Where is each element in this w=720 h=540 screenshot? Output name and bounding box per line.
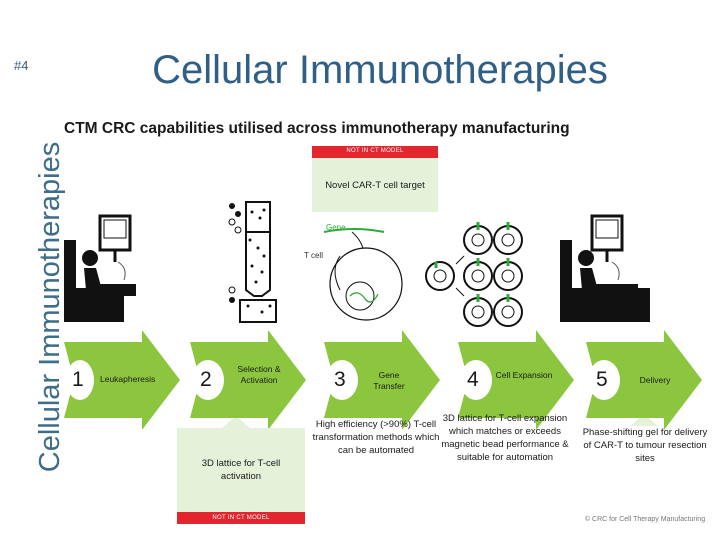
step-label-selection-activation: Selection & Activation <box>237 364 281 385</box>
patient-machine-icon-left <box>64 214 136 322</box>
step-number-2: 2 <box>200 368 212 391</box>
step-label-delivery: Delivery <box>639 375 671 385</box>
selection-column-icon <box>228 201 277 323</box>
step-arrow-1[interactable] <box>64 330 184 430</box>
step-number-3: 3 <box>334 368 346 391</box>
not-in-model-badge-bottom: NOT IN CT MODEL <box>177 512 305 524</box>
copyright-notice: © CRC for Cell Therapy Manufacturing <box>584 516 706 523</box>
callout-car-t-target: Novel CAR-T cell target <box>312 158 438 212</box>
info-cell-expansion: 3D lattice for T-cell expansion which ma… <box>441 413 569 463</box>
not-in-model-badge-top: NOT IN CT MODEL <box>312 146 438 158</box>
slide-number: #4 <box>14 58 29 73</box>
gene-label: Gene <box>326 223 346 232</box>
tcell-label: T cell <box>304 251 323 260</box>
step-number-5: 5 <box>596 368 608 391</box>
step-label-leukapheresis: Leukapheresis <box>100 374 156 384</box>
callout-3d-lattice-activation: 3D lattice for T-cell activation <box>177 428 305 512</box>
subtitle: CTM CRC capabilities utilised across imm… <box>64 120 570 137</box>
step-arrow-4[interactable] <box>458 330 578 430</box>
patient-machine-icon-right <box>560 214 650 322</box>
info-delivery: Phase-shifting gel for delivery of CAR-T… <box>582 427 708 464</box>
gene-transfer-diagram <box>323 228 403 321</box>
step-number-1: 1 <box>72 368 84 391</box>
step-number-4: 4 <box>467 368 479 391</box>
page-title: Cellular Immunotherapies <box>152 48 608 92</box>
step-label-cell-expansion: Cell Expansion <box>495 370 553 380</box>
step-arrow-5[interactable] <box>586 330 706 430</box>
info-gene-transfer: High efficiency (>90%) T-cell transforma… <box>312 419 440 456</box>
step-label-gene-transfer: Gene Transfer <box>373 370 405 391</box>
step-arrow-2[interactable] <box>190 330 310 430</box>
step-arrow-3[interactable] <box>324 330 444 430</box>
